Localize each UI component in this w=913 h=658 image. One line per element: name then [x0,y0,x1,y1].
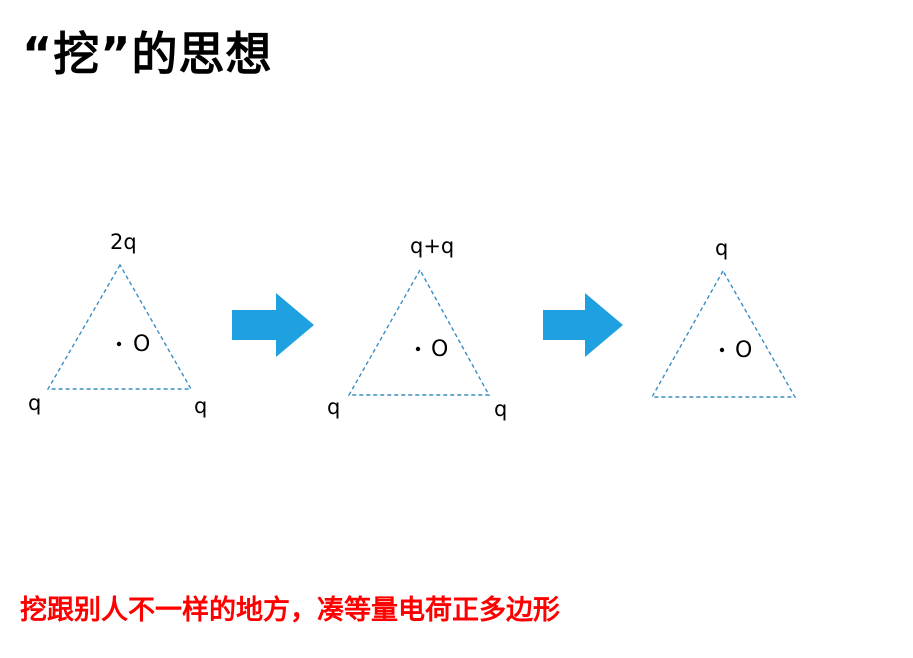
right-arrow-icon [232,293,314,357]
triangle-2 [347,268,491,396]
center-dot-2 [415,346,421,352]
vertex-right-label-2: q [494,397,507,421]
vertex-left-label-2: q [327,395,340,419]
center-label-2: O [431,337,448,362]
triangle-3 [650,269,797,398]
vertex-right-label-1: q [194,394,207,418]
right-arrow-icon [543,293,623,357]
summary-note: 挖跟别人不一样的地方，凑等量电荷正多边形 [20,595,560,626]
center-dot-1 [116,341,122,347]
triangle-diagram-2: q+q q q O [327,234,507,421]
center-label-3: O [735,338,752,363]
center-dot-3 [719,347,725,353]
triangle-diagram-1: 2q q q O [28,230,207,418]
vertex-top-label-1: 2q [110,230,137,254]
triangle-diagram-3: q O [650,236,797,398]
vertex-left-label-1: q [28,391,41,415]
vertex-top-label-3: q [715,236,728,260]
center-label-1: O [133,332,150,357]
vertex-top-label-2: q+q [410,234,454,258]
triangle-1 [46,263,193,390]
page-title: “挖”的思想 [22,27,273,81]
